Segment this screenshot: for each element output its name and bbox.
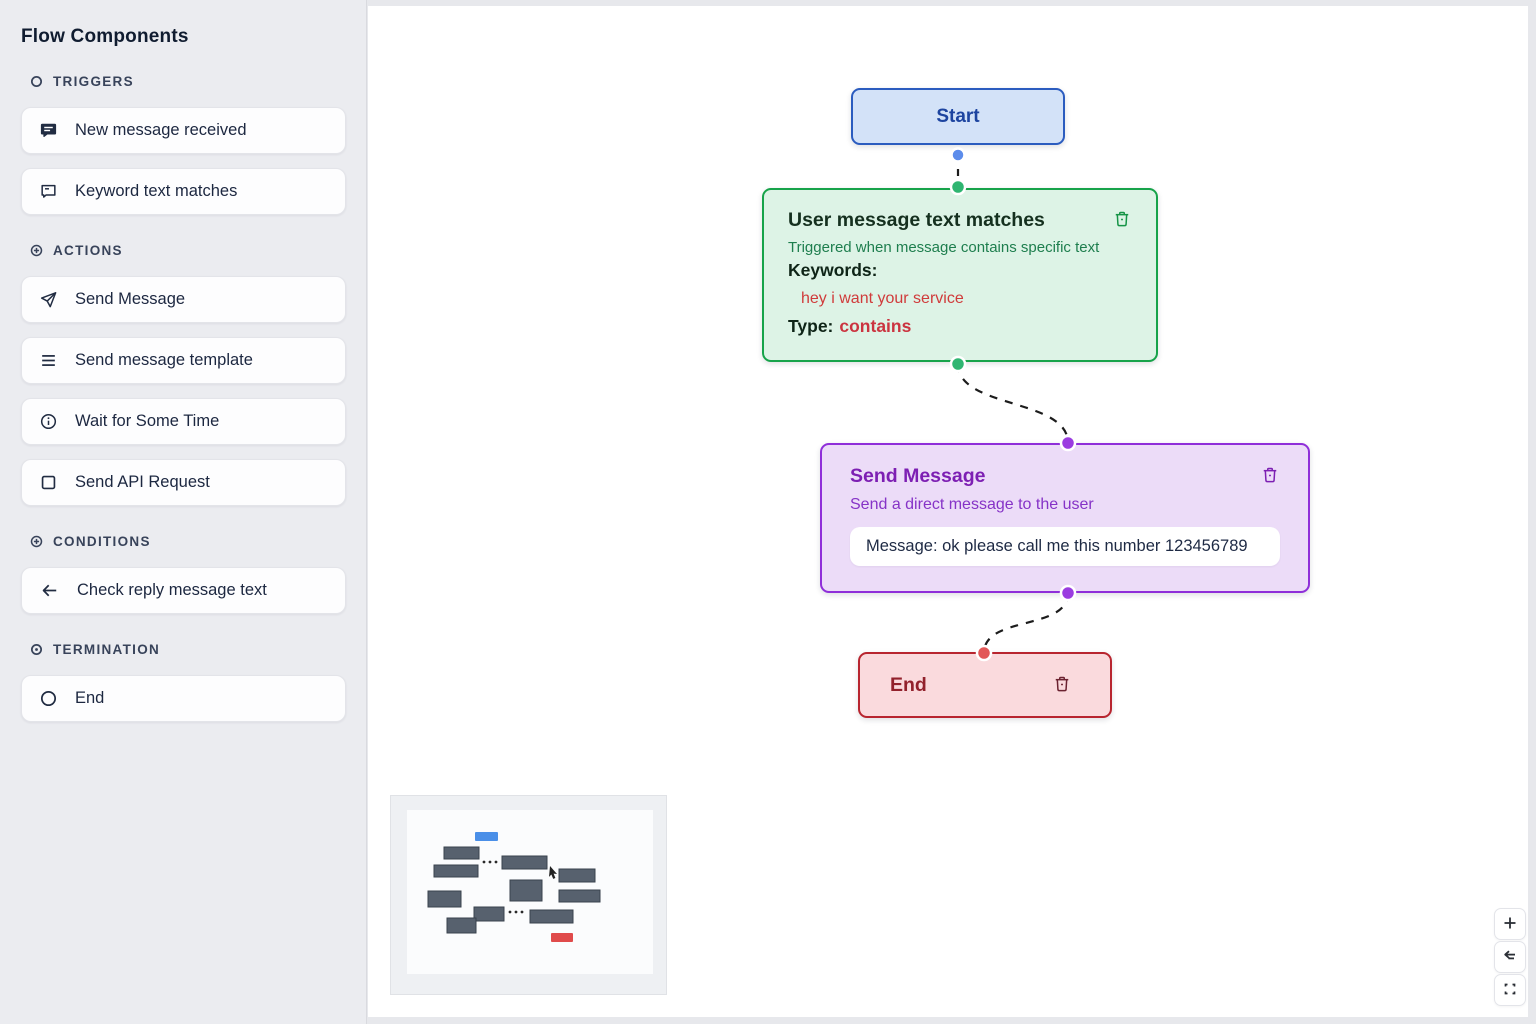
delete-node-button[interactable] bbox=[1052, 674, 1072, 697]
component-label: Send Message bbox=[75, 290, 186, 308]
section-header-termination: TERMINATION bbox=[30, 642, 346, 657]
node-start-label: Start bbox=[936, 105, 980, 127]
type-value: contains bbox=[839, 316, 912, 336]
zoom-out-button[interactable] bbox=[1494, 941, 1526, 973]
chat-bubble-icon bbox=[39, 182, 58, 201]
plus-icon bbox=[1502, 915, 1518, 934]
node-user-message-text-matches[interactable]: User message text matches Triggered when… bbox=[762, 188, 1158, 362]
component-new-message-received[interactable]: New message received bbox=[21, 107, 346, 154]
component-wait-for-some-time[interactable]: Wait for Some Time bbox=[21, 398, 346, 445]
flow-canvas[interactable]: Start User message text matches Triggere… bbox=[368, 6, 1528, 1017]
node-send-message[interactable]: Send Message Send a direct message to th… bbox=[820, 443, 1310, 593]
component-end[interactable]: End bbox=[21, 675, 346, 722]
handle-send-top[interactable] bbox=[1059, 434, 1077, 452]
dot-circle-icon bbox=[30, 643, 43, 656]
component-send-api-request[interactable]: Send API Request bbox=[21, 459, 346, 506]
type-label: Type: bbox=[788, 316, 834, 336]
delete-node-button[interactable] bbox=[1112, 209, 1132, 232]
edge-trigger-to-send bbox=[956, 363, 1070, 444]
section-label: TRIGGERS bbox=[53, 74, 134, 89]
section-header-triggers: TRIGGERS bbox=[30, 74, 346, 89]
handle-trigger-top[interactable] bbox=[949, 178, 967, 196]
zoom-in-button[interactable] bbox=[1494, 908, 1526, 940]
section-header-actions: ACTIONS bbox=[30, 243, 346, 258]
plus-circle-icon bbox=[30, 244, 43, 257]
flow-components-panel: Flow Components TRIGGERS New message rec… bbox=[0, 0, 367, 1024]
panel-title: Flow Components bbox=[21, 26, 189, 47]
component-send-message[interactable]: Send Message bbox=[21, 276, 346, 323]
component-label: Check reply message text bbox=[77, 581, 267, 599]
plus-circle-icon bbox=[30, 535, 43, 548]
component-send-message-template[interactable]: Send message template bbox=[21, 337, 346, 384]
canvas-controls bbox=[1494, 908, 1526, 1006]
delete-node-button[interactable] bbox=[1260, 465, 1280, 488]
handle-trigger-bottom[interactable] bbox=[949, 355, 967, 373]
handle-end-top[interactable] bbox=[975, 644, 993, 662]
node-title: Send Message bbox=[850, 465, 986, 487]
match-type: Type:contains bbox=[788, 316, 1132, 337]
edge-send-to-end bbox=[982, 592, 1070, 654]
fit-view-button[interactable] bbox=[1494, 974, 1526, 1006]
arrow-left-icon bbox=[39, 581, 60, 600]
keyword-value: hey i want your service bbox=[801, 290, 964, 307]
component-label: Send message template bbox=[75, 351, 253, 369]
trash-icon bbox=[1052, 674, 1072, 697]
section-label: CONDITIONS bbox=[53, 534, 151, 549]
component-label: Send API Request bbox=[75, 473, 210, 491]
node-title: User message text matches bbox=[788, 209, 1045, 231]
component-label: Wait for Some Time bbox=[75, 412, 220, 430]
square-icon bbox=[39, 473, 58, 492]
zoom-out-icon bbox=[1502, 948, 1518, 967]
minimap-end-node bbox=[551, 933, 573, 942]
node-start[interactable]: Start bbox=[851, 88, 1065, 145]
section-label: ACTIONS bbox=[53, 243, 123, 258]
send-icon bbox=[39, 290, 58, 309]
component-label: End bbox=[75, 689, 105, 707]
section-header-conditions: CONDITIONS bbox=[30, 534, 346, 549]
component-check-reply-message-text[interactable]: Check reply message text bbox=[21, 567, 346, 614]
node-end[interactable]: End bbox=[858, 652, 1112, 718]
minimap[interactable] bbox=[390, 795, 667, 995]
minimap-start-node bbox=[475, 832, 498, 841]
trash-icon bbox=[1260, 465, 1280, 488]
circle-icon bbox=[30, 75, 43, 88]
node-description: Triggered when message contains specific… bbox=[788, 239, 1100, 256]
keywords-label: Keywords: bbox=[788, 260, 878, 280]
section-label: TERMINATION bbox=[53, 642, 161, 657]
handle-send-bottom[interactable] bbox=[1059, 584, 1077, 602]
component-keyword-text-matches[interactable]: Keyword text matches bbox=[21, 168, 346, 215]
minimap-cursor-icon bbox=[549, 866, 557, 879]
component-label: New message received bbox=[75, 121, 247, 139]
fit-view-icon bbox=[1502, 981, 1518, 1000]
handle-start-bottom[interactable] bbox=[950, 147, 966, 163]
message-filled-icon bbox=[39, 121, 58, 140]
message-preview: Message: ok please call me this number 1… bbox=[850, 527, 1280, 566]
info-circle-icon bbox=[39, 412, 58, 431]
menu-lines-icon bbox=[39, 351, 58, 370]
node-description: Send a direct message to the user bbox=[850, 496, 1094, 513]
node-end-label: End bbox=[890, 673, 927, 696]
component-label: Keyword text matches bbox=[75, 182, 238, 200]
circle-icon bbox=[39, 689, 58, 708]
trash-icon bbox=[1112, 209, 1132, 232]
